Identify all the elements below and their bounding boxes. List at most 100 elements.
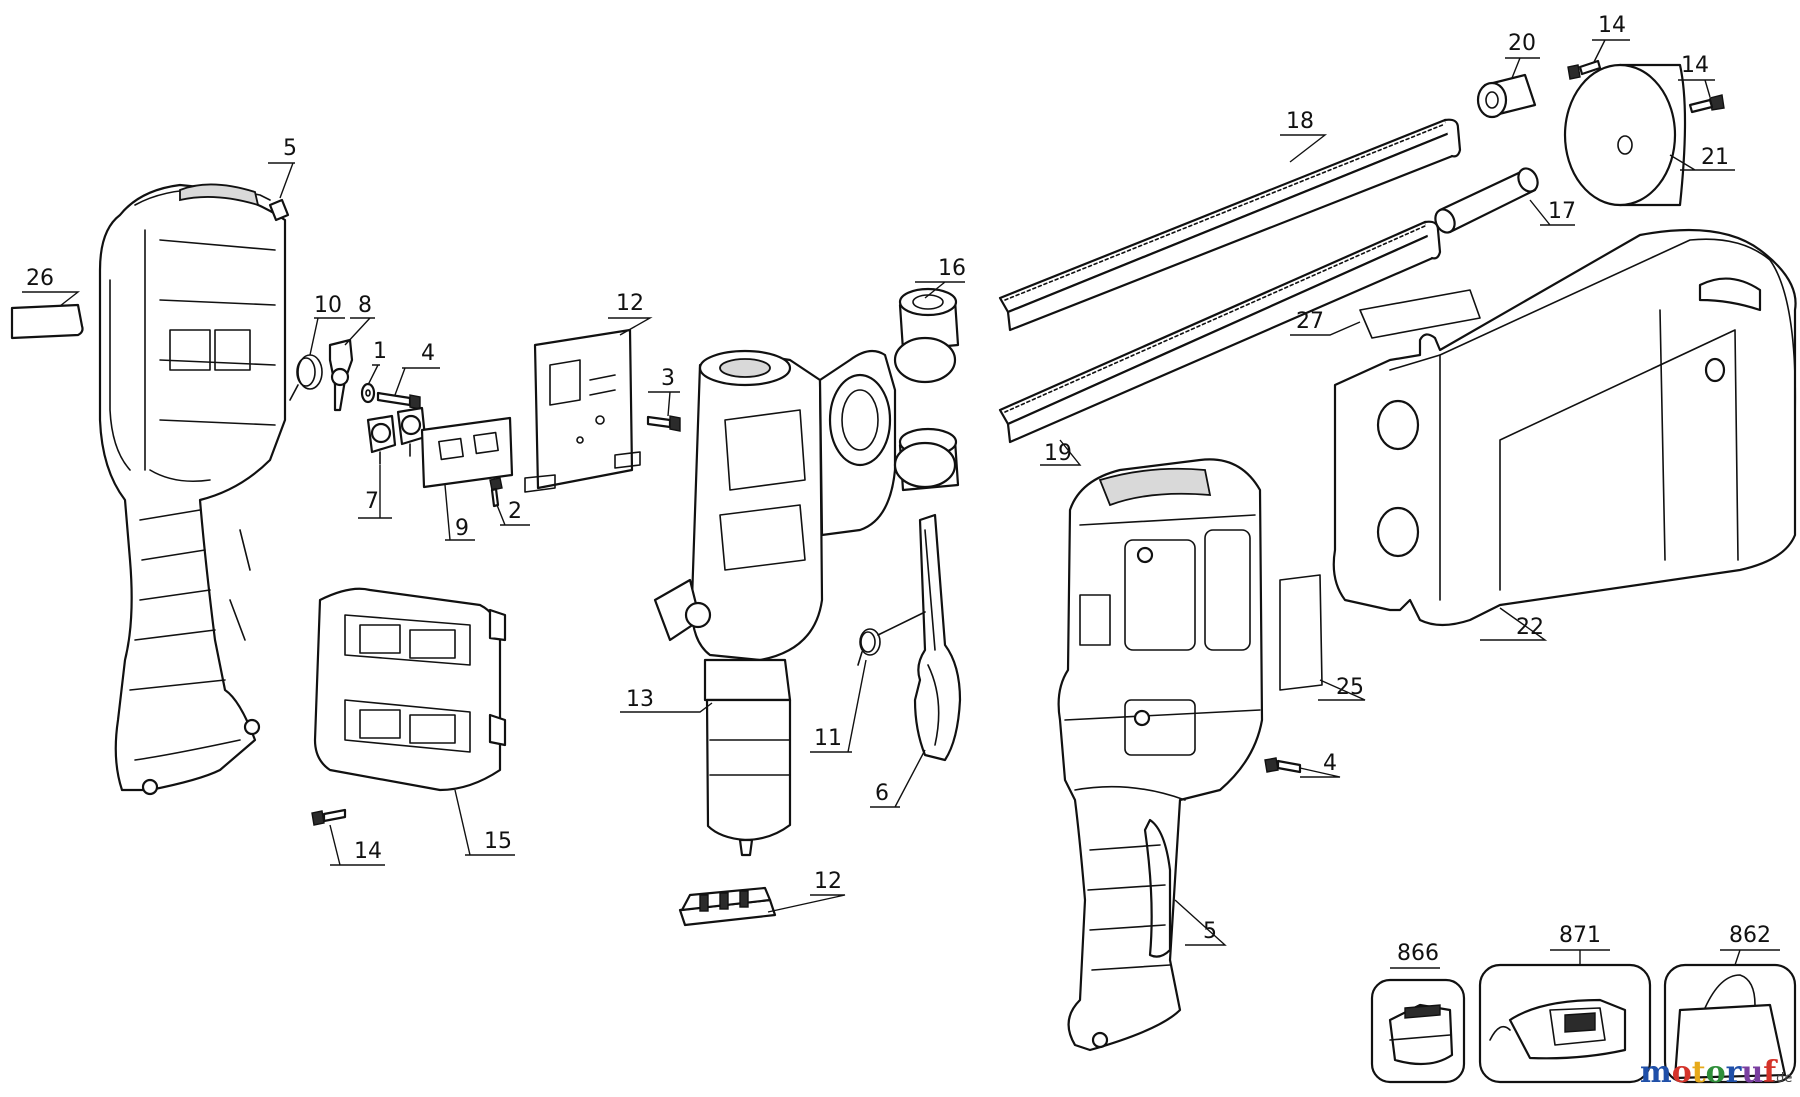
part-25-label [1279,574,1323,691]
callout-1: 1 [373,339,387,364]
leader-14c [1678,79,1715,98]
callout-10: 10 [314,293,342,318]
part-16-bushings [893,287,960,492]
leader-15 [454,789,515,856]
leader-7 [358,465,392,519]
part-15-frame-bracket [313,587,507,792]
wm-letter: u [1741,1055,1763,1090]
leader-2 [496,504,530,526]
callout-25: 25 [1336,675,1364,700]
callout-14c: 14 [1681,53,1709,78]
leader-4a [394,367,440,396]
leader-4b [1299,767,1341,778]
part-3-screw [646,415,681,432]
leader-16 [915,281,965,299]
callout-2: 2 [508,499,522,524]
leader-13 [620,702,713,713]
wm-letter: m [1640,1055,1672,1090]
part-6-trigger [913,513,962,762]
svg-text:motoruf: motoruf [1640,1055,1778,1090]
part-14-screw-upper-a [1567,59,1602,80]
part-13-motor-assembly [653,349,897,857]
wm-letter: o [1706,1055,1726,1090]
part-866-battery-box [1370,978,1466,1084]
callout-21: 21 [1701,145,1729,170]
part-7-knobs [366,406,427,465]
leader-18 [1280,134,1328,163]
part-19-rack-lower [998,220,1442,444]
callout-7: 7 [365,489,379,514]
part-14-screw-lower [311,808,347,826]
callout-labels: 5 26 10 8 1 4 12 3 7 9 2 16 18 19 27 17 … [26,13,1771,966]
leader-19 [1040,439,1082,466]
leader-lines [22,39,1780,969]
leader-6 [870,749,926,808]
part-10-spring [289,354,323,401]
part-26-label [10,303,84,340]
leader-862 [1720,949,1780,966]
part-5-left-housing [98,183,290,796]
part-20-sleeve [1476,73,1537,119]
callout-22: 22 [1516,615,1544,640]
callout-14b: 14 [1598,13,1626,38]
callout-11: 11 [814,726,842,751]
callout-17: 17 [1548,199,1576,224]
leader-11 [810,659,867,753]
leader-14a [329,824,385,866]
part-5-right-housing [1057,458,1264,1052]
leader-9 [444,484,475,541]
callout-13: 13 [626,687,654,712]
callout-9: 9 [455,516,469,541]
part-12-circuit-board [524,328,641,493]
callout-20: 20 [1508,31,1536,56]
leader-5b [1174,899,1227,946]
leader-8 [344,317,375,346]
callout-862: 862 [1729,923,1771,948]
leader-26 [22,291,81,307]
leader-27 [1290,321,1361,336]
part-21-end-cap [1563,63,1687,207]
callout-5b: 5 [1203,919,1217,944]
part-2-screw [489,477,503,508]
leader-1 [367,364,380,386]
leader-10 [309,317,345,356]
leader-3 [648,391,680,417]
callout-866: 866 [1397,941,1439,966]
leader-12b [767,894,846,913]
callout-6: 6 [875,781,889,806]
leader-12a [608,317,653,336]
leader-5a [268,162,295,199]
part-17-tube [1434,167,1539,234]
callout-12a: 12 [616,291,644,316]
callout-4a: 4 [421,341,435,366]
callout-27: 27 [1296,309,1324,334]
callout-19: 19 [1044,441,1072,466]
callout-26: 26 [26,266,54,291]
leader-25 [1318,679,1366,701]
wm-letter: f [1763,1055,1778,1090]
leader-21 [1669,154,1735,171]
part-14-screw-upper-b [1688,94,1725,114]
part-1-washer [360,382,376,404]
callout-8: 8 [358,293,372,318]
part-11-trigger-spring [857,611,926,666]
callout-12b: 12 [814,869,842,894]
leader-871 [1550,949,1610,965]
callout-871: 871 [1559,923,1601,948]
part-27-label [1359,289,1481,339]
part-18-rack-upper [998,118,1462,332]
part-8-lever [328,338,354,412]
leader-22 [1480,607,1548,641]
part-12-connector [678,886,777,927]
watermark-logo: motoruf .de [1640,1055,1792,1090]
wm-letter: r [1726,1055,1743,1090]
callout-14a: 14 [354,839,382,864]
callout-18: 18 [1286,109,1314,134]
part-862-bag-box [1663,963,1797,1084]
leader-20 [1505,57,1540,79]
wm-letter: o [1672,1055,1692,1090]
part-871-charger-box [1478,963,1652,1084]
wm-letter: t [1692,1055,1706,1090]
callout-16: 16 [938,256,966,281]
